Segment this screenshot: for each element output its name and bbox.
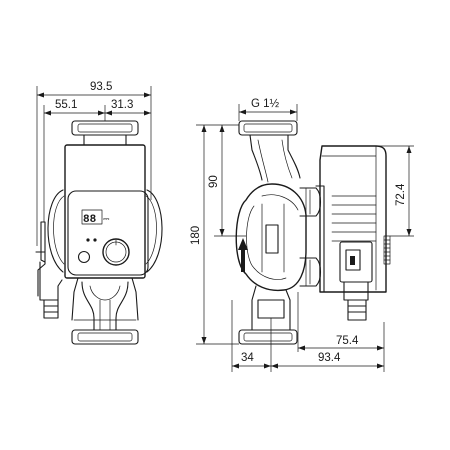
side-motor-flange	[315, 185, 325, 293]
side-motor-ribs	[331, 195, 377, 242]
led-dot-1	[86, 238, 90, 242]
front-top-flange	[71, 120, 139, 136]
side-volute-inner	[246, 194, 299, 280]
dim-text-93-5: 93.5	[90, 81, 112, 93]
side-top-flange-nut	[243, 123, 293, 133]
front-control-panel	[67, 190, 149, 276]
front-motor-housing	[64, 144, 146, 279]
front-lower-ribs	[89, 285, 121, 301]
side-lower-pipe	[251, 285, 291, 331]
front-pump-body-inner	[53, 195, 157, 265]
side-view	[235, 120, 391, 345]
side-label-strip	[383, 235, 391, 265]
front-display: 88 ⎓	[81, 209, 110, 226]
dim-text-thread: G 1½	[251, 98, 280, 110]
side-lower-window	[257, 299, 285, 319]
dim-text-93-4: 93.4	[318, 352, 341, 364]
front-bottom-flange-nut	[77, 332, 133, 342]
side-label-marks	[383, 239, 391, 261]
flow-direction-arrow-icon	[238, 238, 248, 272]
side-upper-pipe-inner	[257, 139, 293, 183]
side-dimensions: G 1½ 180 90 72.4 75.4 34 93.4	[190, 98, 414, 372]
side-bore-rect	[265, 224, 279, 254]
front-lower-neck	[71, 277, 139, 321]
dim-text-34: 34	[241, 352, 254, 364]
side-bore-ribs	[261, 203, 285, 273]
side-cable-plug	[347, 299, 367, 321]
side-plug	[345, 249, 361, 271]
side-bottom-flange	[238, 329, 298, 345]
side-volute	[235, 183, 307, 292]
front-button[interactable]	[77, 250, 91, 264]
display-digits: 88	[83, 214, 97, 226]
front-center-boss	[99, 299, 111, 331]
front-bottom-flange	[71, 329, 139, 345]
front-dimensions: 93.5 55.1 31.3	[36, 81, 152, 246]
display-frame	[81, 209, 103, 225]
front-lower-body	[81, 281, 129, 331]
led-dot-2	[93, 238, 97, 242]
side-coupling-lines	[305, 187, 311, 287]
side-top-flange	[238, 120, 298, 136]
dim-text-55-1: 55.1	[55, 99, 77, 111]
side-bottom-flange-nut	[243, 332, 293, 342]
front-top-flange-nut	[77, 123, 133, 133]
dim-text-75-4: 75.4	[336, 335, 359, 347]
side-motor-top-edge	[321, 145, 377, 291]
dim-text-72-4: 72.4	[395, 183, 407, 206]
dim-text-180: 180	[190, 226, 202, 245]
side-plug-pin	[350, 256, 355, 265]
front-pump-body	[47, 189, 163, 273]
side-control-box	[339, 241, 373, 283]
side-cable-gland	[343, 281, 369, 301]
front-view: 88 ⎓	[35, 120, 163, 345]
side-upper-pipe	[249, 134, 301, 181]
dim-text-90: 90	[208, 175, 220, 188]
display-unit-glyph: ⎓	[103, 214, 110, 223]
dim-text-31-3: 31.3	[111, 99, 133, 111]
front-plug	[43, 299, 59, 319]
front-upper-neck	[83, 134, 127, 146]
front-rotary-knob[interactable]	[102, 238, 130, 266]
